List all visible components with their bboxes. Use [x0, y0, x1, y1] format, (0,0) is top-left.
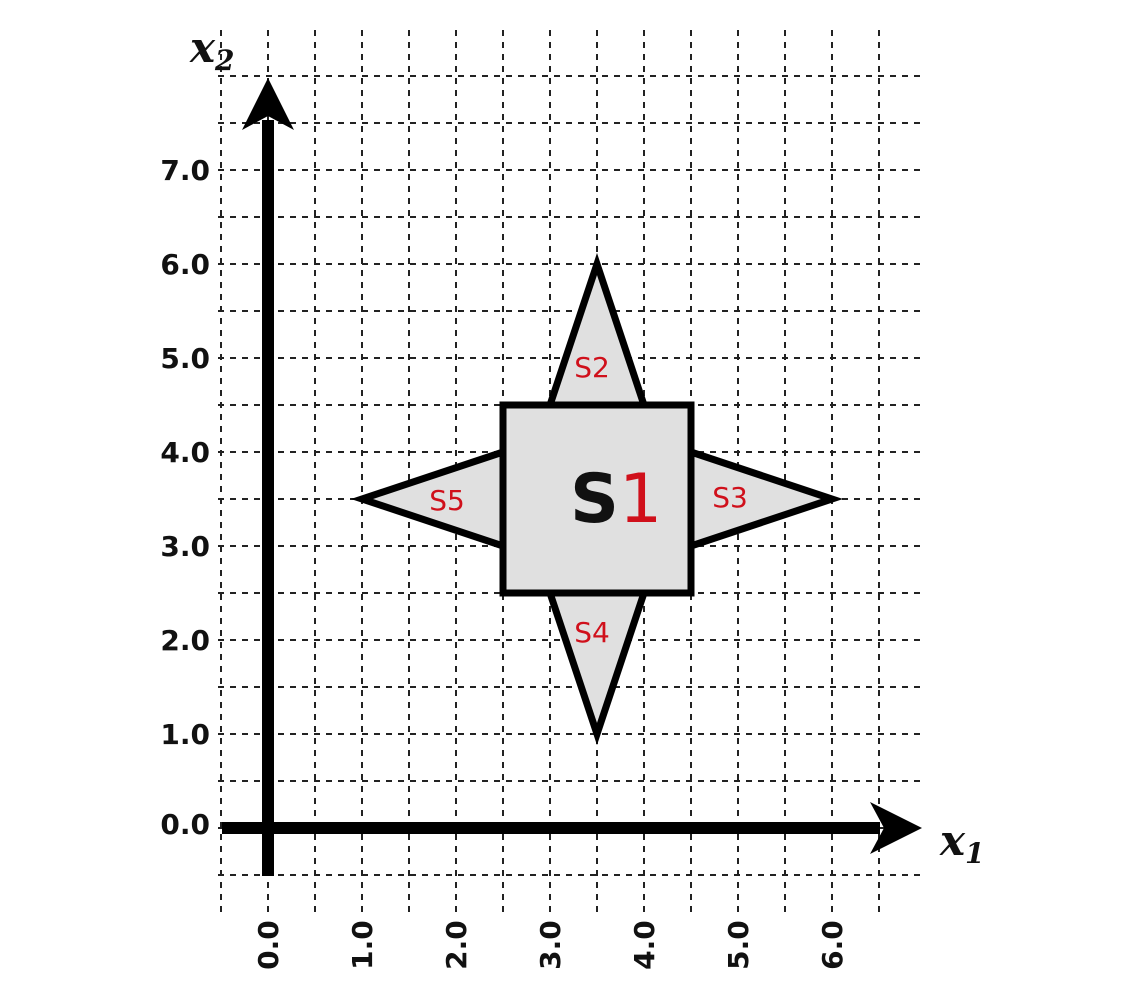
- y-tick-labels: 0.0 1.0 2.0 3.0 4.0 5.0 6.0 7.0: [160, 154, 210, 841]
- x-tick-label: 6.0: [816, 920, 849, 970]
- y-tick-label: 7.0: [160, 154, 210, 187]
- x-axis-arrow-icon: [870, 802, 922, 854]
- axes: [222, 78, 922, 876]
- x-tick-labels: 0.0 1.0 2.0 3.0 4.0 5.0 6.0: [252, 920, 849, 970]
- region-s2-label: S2: [574, 351, 610, 384]
- x-axis-label: x1: [939, 816, 985, 870]
- y-tick-label: 5.0: [160, 342, 210, 375]
- region-s1-square: [499, 401, 695, 597]
- region-s5-label: S5: [429, 484, 465, 517]
- y-tick-label: 4.0: [160, 436, 210, 469]
- x-tick-label: 5.0: [722, 920, 755, 970]
- y-tick-label: 3.0: [160, 530, 210, 563]
- y-axis-arrow-icon: [242, 78, 294, 130]
- y-axis-label: x2: [189, 23, 235, 77]
- x-tick-label: 2.0: [440, 920, 473, 970]
- y-tick-label: 0.0: [160, 808, 210, 841]
- y-tick-label: 6.0: [160, 248, 210, 281]
- shapes: [350, 252, 844, 746]
- region-s3-label: S3: [712, 481, 748, 514]
- region-s4-label: S4: [574, 616, 610, 649]
- y-tick-label: 1.0: [160, 718, 210, 751]
- x-tick-label: 3.0: [534, 920, 567, 970]
- x-tick-label: 0.0: [252, 920, 285, 970]
- x-tick-label: 4.0: [628, 920, 661, 970]
- x-tick-label: 1.0: [346, 920, 379, 970]
- y-tick-label: 2.0: [160, 624, 210, 657]
- region-s1-label: S1: [570, 460, 662, 539]
- region-s4-triangle: [545, 589, 649, 746]
